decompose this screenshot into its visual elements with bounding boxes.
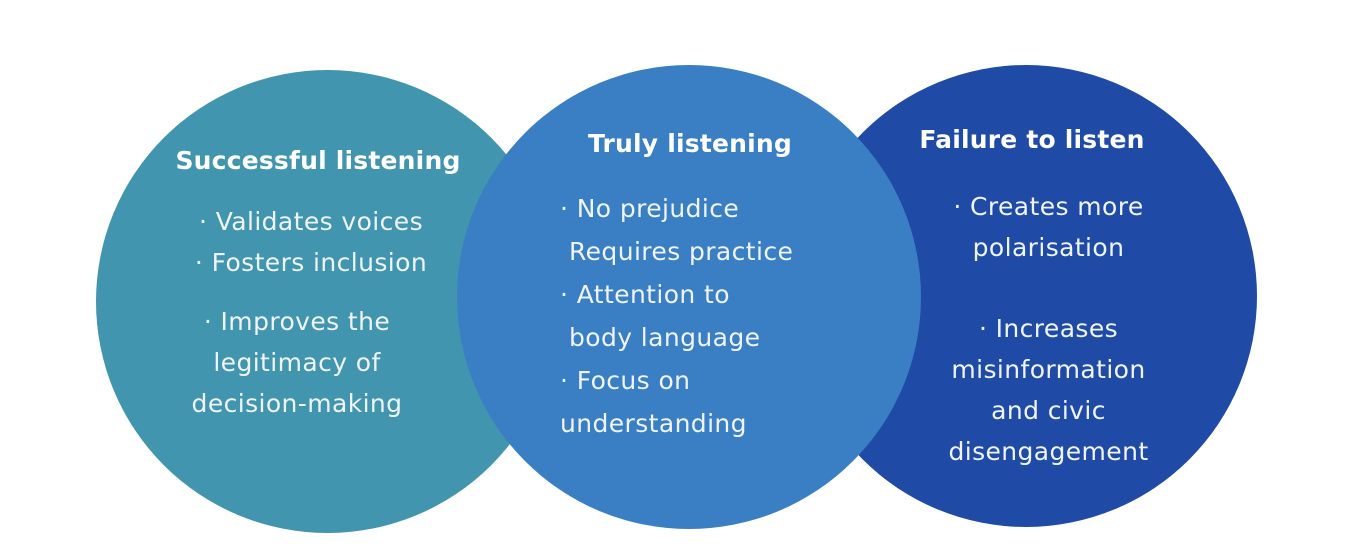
list-item-continuation: disengagement	[948, 437, 1149, 466]
list-item: · Validates voices	[199, 207, 423, 236]
item-list: · No prejudice Requires practice · Atten…	[560, 187, 860, 445]
item-list: · Validates voices · Fosters inclusion ·…	[146, 201, 476, 424]
list-item-continuation: understanding	[560, 409, 747, 438]
list-item-continuation: misinformation	[951, 355, 1146, 384]
list-item-continuation: polarisation	[972, 233, 1125, 262]
item-list: · Creates more polarisation · Increases …	[891, 186, 1206, 472]
list-item: · Fosters inclusion	[194, 248, 428, 277]
list-item-continuation: legitimacy of	[213, 348, 381, 377]
list-item: · Increases	[978, 314, 1119, 343]
circle-truly-listening: Truly listening · No prejudice Requires …	[457, 65, 921, 529]
list-item: · Attention to	[560, 280, 730, 309]
list-item: · Focus on	[560, 366, 691, 395]
list-item-continuation: and civic	[991, 396, 1106, 425]
list-item-continuation: body language	[569, 323, 761, 352]
list-item: · No prejudice	[560, 194, 740, 223]
circle-title: Successful listening	[175, 146, 461, 175]
list-item-continuation: decision-making	[191, 389, 403, 418]
list-item: · Creates more	[953, 192, 1144, 221]
list-item: · Improves the	[203, 307, 391, 336]
circle-title: Failure to listen	[919, 125, 1145, 154]
circle-title: Truly listening	[588, 129, 792, 158]
list-item-continuation: Requires practice	[569, 237, 794, 266]
